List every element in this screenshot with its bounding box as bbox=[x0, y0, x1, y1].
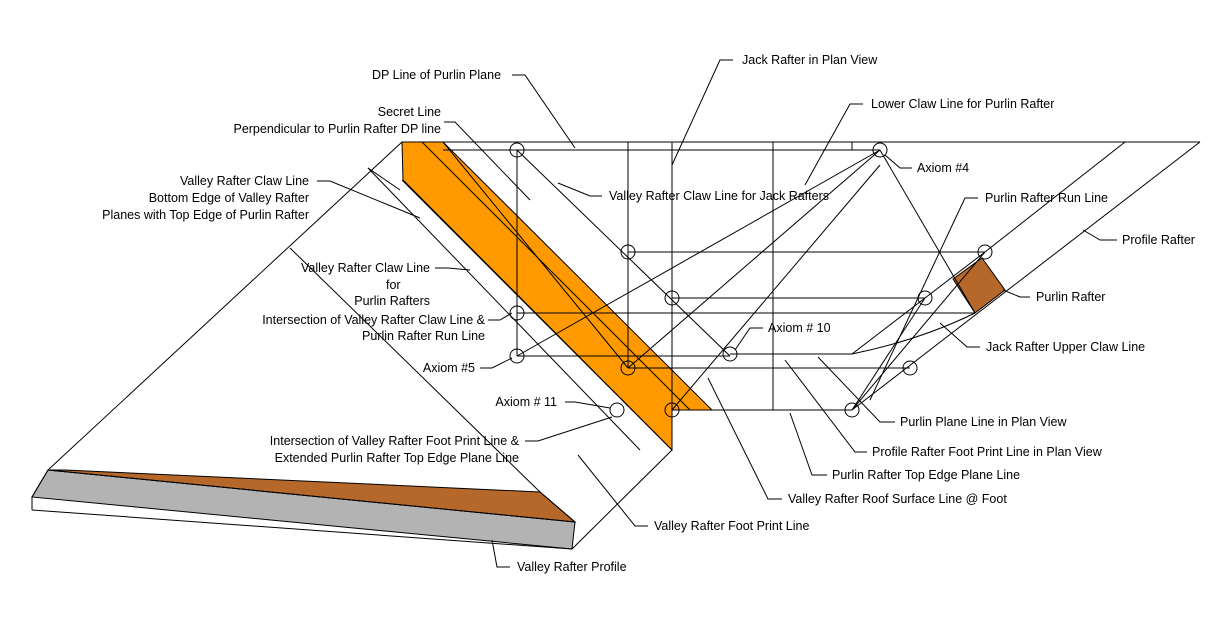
label-jack-rafter-plan: Jack Rafter in Plan View bbox=[742, 53, 878, 67]
label-profile-rafter: Profile Rafter bbox=[1122, 233, 1195, 247]
leader-dp-line bbox=[512, 74, 576, 149]
point-circle bbox=[609, 402, 625, 418]
label-axiom4: Axiom #4 bbox=[917, 161, 969, 175]
lower-claw-diag bbox=[516, 149, 881, 357]
leader-secret bbox=[444, 121, 531, 201]
label-valley-foot-print: Valley Rafter Foot Print Line bbox=[654, 519, 809, 533]
valley-claw-line bbox=[401, 179, 673, 451]
label-purlin-plane: Purlin Plane Line in Plan View bbox=[900, 415, 1068, 429]
leader-lower-claw bbox=[804, 103, 863, 186]
leader-profile-foot bbox=[784, 359, 867, 453]
label-valley-claw-3: Planes with Top Edge of Purlin Rafter bbox=[102, 208, 309, 222]
leader-axiom11 bbox=[565, 401, 611, 409]
profile-rafter-inner bbox=[984, 141, 1126, 253]
point-circle bbox=[509, 305, 525, 321]
label-secret-line-2: Perpendicular to Purlin Rafter DP line bbox=[233, 122, 441, 136]
label-valley-claw-2: Bottom Edge of Valley Rafter bbox=[149, 191, 309, 205]
label-valley-profile: Valley Rafter Profile bbox=[517, 560, 627, 574]
label-valley-claw-jack: Valley Rafter Claw Line for Jack Rafters bbox=[609, 189, 829, 203]
label-dp-line: DP Line of Purlin Plane bbox=[372, 68, 501, 82]
leader-purlin-run bbox=[869, 197, 978, 401]
label-intersection-foot-2: Extended Purlin Rafter Top Edge Plane Li… bbox=[275, 451, 519, 465]
profile-left-edge bbox=[31, 469, 49, 498]
leader-jack-claw bbox=[557, 182, 602, 197]
point-circle bbox=[902, 360, 918, 376]
label-axiom5: Axiom #5 bbox=[423, 361, 475, 375]
claw-diag-3 bbox=[671, 164, 881, 411]
leader-lines bbox=[317, 59, 1117, 568]
profile-rafter-top bbox=[851, 141, 1201, 411]
upper-claw-curve bbox=[851, 312, 976, 355]
label-lower-claw: Lower Claw Line for Purlin Rafter bbox=[871, 97, 1054, 111]
point-circle bbox=[664, 402, 680, 418]
upper-claw-diag bbox=[851, 251, 986, 355]
point-circle bbox=[977, 244, 993, 260]
axiom-points bbox=[509, 142, 993, 418]
claw-diag-2 bbox=[627, 149, 881, 369]
label-valley-claw-1: Valley Rafter Claw Line bbox=[180, 174, 309, 188]
jack-claw-diag bbox=[516, 149, 731, 357]
point-circle bbox=[620, 360, 636, 376]
point-circle bbox=[509, 142, 525, 158]
label-jack-upper-claw: Jack Rafter Upper Claw Line bbox=[986, 340, 1145, 354]
labels: DP Line of Purlin Plane Jack Rafter in P… bbox=[102, 53, 1195, 574]
leader-valley-roof-surface bbox=[707, 377, 782, 500]
leader-purlin-rafter bbox=[1002, 289, 1030, 298]
label-valley-roof-surface: Valley Rafter Roof Surface Line @ Foot bbox=[788, 492, 1007, 506]
label-valley-claw-purlin-2: for bbox=[386, 278, 401, 292]
purlin-run-diag bbox=[851, 251, 986, 411]
leader-valley-foot-print bbox=[577, 454, 648, 527]
purlin-run-diag-2 bbox=[851, 297, 926, 411]
leader-valley-claw bbox=[317, 180, 421, 219]
label-intersection-1: Intersection of Valley Rafter Claw Line … bbox=[262, 313, 485, 327]
leader-profile-rafter bbox=[1082, 229, 1117, 241]
label-purlin-top-edge: Purlin Rafter Top Edge Plane Line bbox=[832, 468, 1020, 482]
leader-jack-upper bbox=[939, 322, 980, 348]
leader-valley-profile bbox=[491, 539, 510, 568]
label-axiom10: Axiom # 10 bbox=[768, 321, 831, 335]
valley-foot-print-diag bbox=[289, 247, 541, 493]
leader-purlin-top-edge bbox=[789, 412, 827, 476]
leader-axiom5 bbox=[480, 357, 513, 369]
profile-mid-edge bbox=[47, 469, 576, 523]
profile-right-top bbox=[539, 491, 576, 523]
point-circle bbox=[872, 142, 888, 158]
label-purlin-run: Purlin Rafter Run Line bbox=[985, 191, 1108, 205]
leader-valley-claw-purlin bbox=[435, 267, 471, 271]
label-profile-foot: Profile Rafter Foot Print Line in Plan V… bbox=[872, 445, 1103, 459]
label-intersection-2: Purlin Rafter Run Line bbox=[362, 329, 485, 343]
leader-intersection-foot bbox=[525, 416, 613, 442]
point-circle bbox=[509, 348, 525, 364]
point-circle bbox=[844, 402, 860, 418]
point-circle bbox=[620, 244, 636, 260]
leader-axiom4 bbox=[884, 154, 912, 169]
point-circle bbox=[664, 290, 680, 306]
profile-right-edge bbox=[571, 449, 673, 550]
label-purlin-rafter: Purlin Rafter bbox=[1036, 290, 1105, 304]
purlin-rafter-brown bbox=[952, 257, 1006, 314]
roof-inner-slope bbox=[367, 167, 401, 191]
leader-intersection bbox=[488, 312, 513, 321]
label-valley-claw-purlin-1: Valley Rafter Claw Line bbox=[301, 261, 430, 275]
label-secret-line-1: Secret Line bbox=[378, 105, 441, 119]
structure-lines bbox=[31, 141, 1201, 550]
label-valley-claw-purlin-3: Purlin Rafters bbox=[354, 294, 430, 308]
leader-purlin-plane bbox=[817, 356, 895, 423]
valley-center-line bbox=[421, 141, 691, 411]
roof-left-slope bbox=[47, 141, 403, 471]
profile-rafter-right bbox=[879, 149, 976, 314]
leader-axiom10 bbox=[734, 327, 763, 351]
label-axiom11: Axiom # 11 bbox=[495, 395, 557, 409]
profile-bottom-edge bbox=[31, 509, 573, 550]
label-intersection-foot-1: Intersection of Valley Rafter Foot Print… bbox=[270, 434, 520, 448]
point-circle bbox=[722, 346, 738, 362]
leader-jack-plan bbox=[671, 59, 733, 166]
